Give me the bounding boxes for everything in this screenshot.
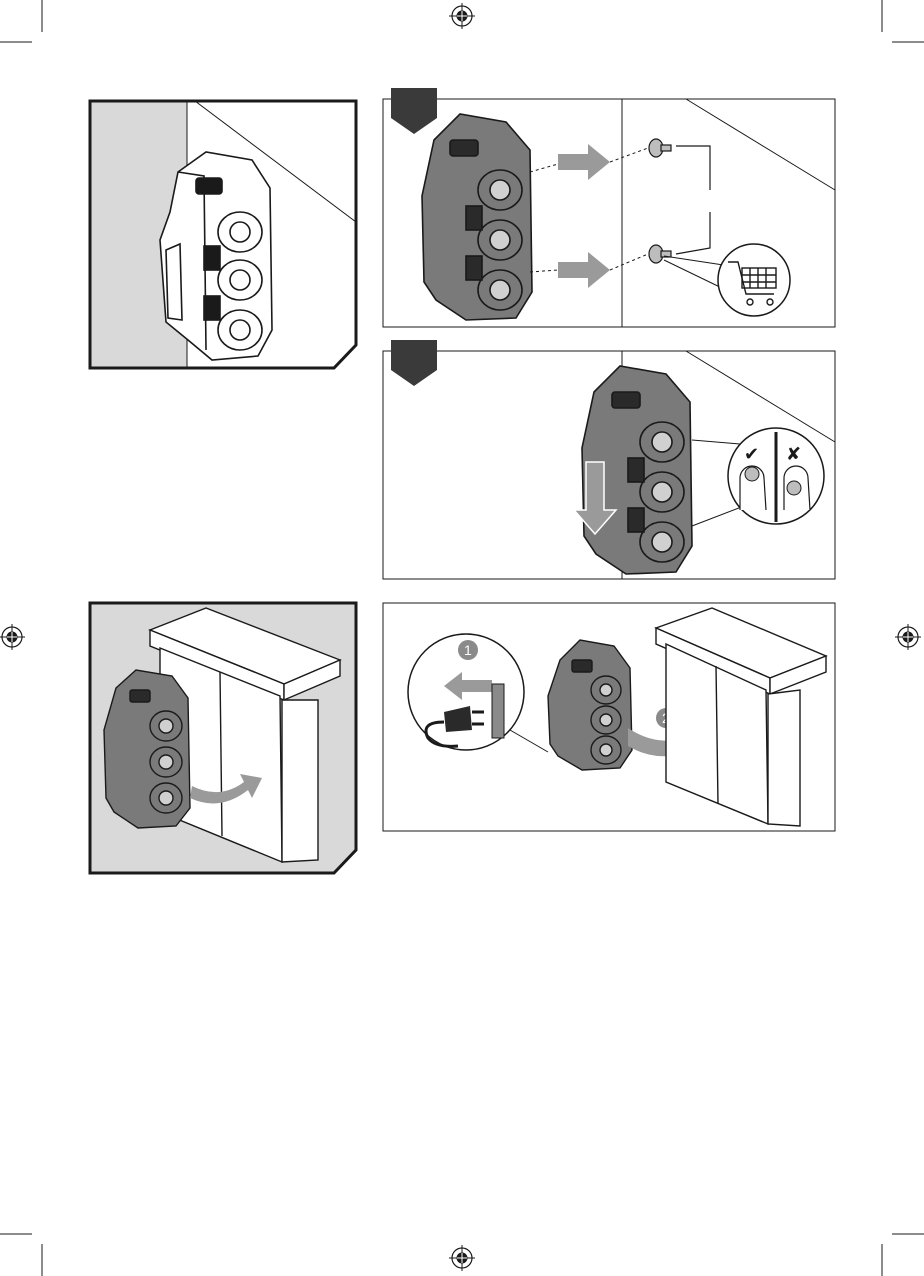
step-1-label: 1 bbox=[464, 642, 472, 658]
charger-icon bbox=[548, 640, 632, 770]
